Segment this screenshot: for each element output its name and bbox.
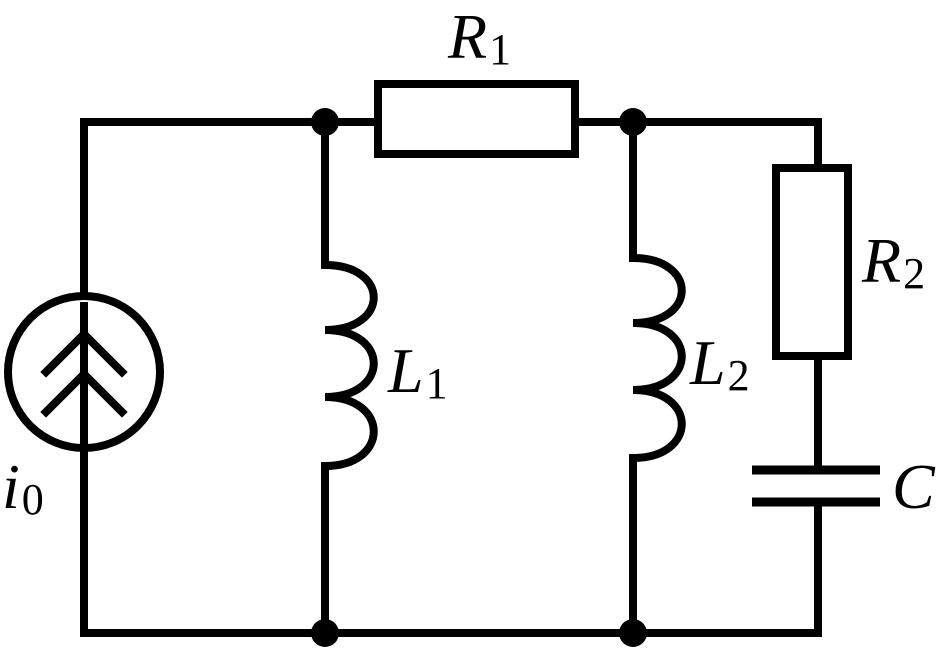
resistor-r2 [772, 164, 852, 470]
bottom-wire [80, 368, 822, 637]
label-r1: R1 [447, 1, 511, 74]
top-wire [80, 118, 822, 376]
junction-node-bottom-left [311, 619, 339, 647]
capacitor-c [752, 465, 880, 507]
label-r2: R2 [861, 225, 925, 298]
label-l2: L2 [689, 327, 750, 400]
label-source: i0 [2, 451, 44, 524]
label-c: C [892, 451, 936, 522]
resistor-r1 [374, 80, 579, 158]
junction-node-top-left [311, 108, 339, 136]
junction-node-top-right [619, 108, 647, 136]
label-l1: L1 [387, 335, 448, 408]
inductor-l2 [629, 118, 686, 637]
inductor-l1 [321, 118, 378, 637]
junction-node-bottom-right [619, 619, 647, 647]
current-source [4, 292, 164, 452]
